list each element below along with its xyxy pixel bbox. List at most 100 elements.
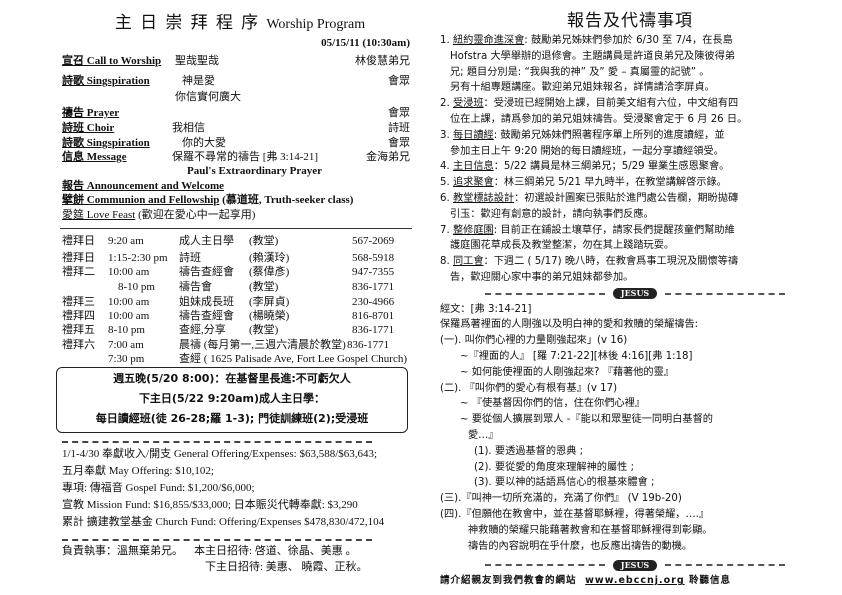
sermon-line: 神救贖的榮耀只能藉著教會和在基督耶穌裡得到彰顯。 bbox=[468, 524, 713, 536]
schedule-phone: 567-2069 bbox=[352, 235, 395, 247]
worship-program-title: 主 日 崇 拜 程 序 Worship Program bbox=[60, 8, 420, 33]
program-item: 保羅不尋常的禱告 [弗 3:14-21] bbox=[172, 151, 319, 163]
schedule-event: 查經,分享 bbox=[179, 324, 226, 336]
sermon-line: ~『裡面的人』 [羅 7:21-22][林後 4:16][弗 1:18] bbox=[460, 350, 693, 362]
schedule-contact: (李屏貞) bbox=[249, 296, 290, 308]
program-item: 我相信 bbox=[172, 122, 205, 134]
sermon-line: ~ 要從個人擴展到眾人 -『能以和眾聖徒一同明白基督的 bbox=[460, 414, 713, 426]
item-text: ：5/22 講員是林三綱弟兄；5/29 畢業生感恩聚會。 bbox=[493, 161, 730, 173]
divider bbox=[60, 228, 412, 229]
item-number: 8. bbox=[440, 256, 453, 268]
item-number: 7. bbox=[440, 224, 453, 236]
program-item: 聖哉聖哉 bbox=[175, 55, 219, 67]
item-text: 護庭園花草成長及教堂整潔，勿在其上踐踏玩耍。 bbox=[450, 240, 675, 252]
item-heading: 教堂標誌設計 bbox=[452, 192, 515, 204]
sermon-line: ~ 『使基督因你們的信，住在你們心裡』 bbox=[460, 398, 645, 410]
program-row: 報告 Announcement and Welcome bbox=[62, 179, 410, 194]
announcement-item: 6. 教堂標誌設計：初選設計圖案已張貼於進門處公告欄，期盼拋磚引玉：歡迎有創意的… bbox=[440, 191, 830, 223]
website-promo: 請介紹親友到我們教會的網站 www.ebccnj.org 聆聽信息 bbox=[440, 573, 830, 589]
box-line: 下主日(5/22 9:20am)成人主日學： bbox=[138, 392, 326, 405]
love-feast-note: (歡迎在愛心中一起享用) bbox=[138, 209, 256, 221]
schedule-time: 10:00 am bbox=[108, 296, 150, 308]
program-row: 愛筵 Love Feast (歡迎在愛心中一起享用) bbox=[62, 208, 410, 223]
sermon-line: ~ 如何能使裡面的人剛強起來? 『藉著他的靈』 bbox=[460, 366, 674, 378]
schedule-contact: (教堂) bbox=[249, 324, 279, 336]
program-leader: 會眾 bbox=[388, 137, 410, 149]
schedule-contact: (教堂) bbox=[249, 235, 279, 247]
schedule-event: 晨禱 (每月第一,三週六清晨於教堂) bbox=[179, 339, 346, 351]
schedule-time: 9:20 am bbox=[108, 235, 144, 247]
sermon-line: 保羅爲著裡面的人剛強以及明白神的愛和救贖的榮耀禱告: bbox=[440, 319, 699, 331]
item-text: ：受浸班已經開始上課，目前美文組有六位，中文組有四 bbox=[483, 98, 739, 110]
program-row: 詩班 Choir 我相信 詩班 bbox=[62, 121, 410, 136]
schedule-event: 查經 ( 1625 Palisade Ave, Fort Lee Gospel … bbox=[179, 353, 408, 365]
schedule-event: 禱告查經會 bbox=[179, 266, 234, 278]
upcoming-events-box: 週五晚(5/20 8:00)：在基督里長進:不可虧欠人 下主日(5/22 9:2… bbox=[56, 367, 408, 433]
item-heading: 同工會 bbox=[452, 256, 484, 268]
sermon-line: (2). 要從愛的角度來理解神的屬性 ; bbox=[474, 461, 635, 473]
schedule-day: 禮拜五 bbox=[62, 324, 95, 336]
duty-info: 負責執事：溫無棄弟兄。 本主日招待: 啓道、徐晶、美惠 。 bbox=[62, 543, 357, 559]
title-english: Worship Program bbox=[266, 17, 366, 32]
schedule-phone: 230-4966 bbox=[352, 296, 395, 308]
message-title-english: Paul's Extraordinary Prayer bbox=[187, 165, 323, 177]
schedule-time: 8-10 pm bbox=[118, 281, 155, 293]
program-label: 信息 Message bbox=[62, 151, 127, 163]
program-leader: 詩班 bbox=[388, 122, 410, 134]
schedule-phone: 816-8701 bbox=[352, 310, 395, 322]
love-feast-label: 愛筵 Love Feast bbox=[62, 209, 136, 221]
title-chinese: 主 日 崇 拜 程 序 bbox=[114, 13, 261, 32]
communion-label: 擘餅 Communion and Fellowship bbox=[62, 194, 220, 206]
item-heading: 追求聚會 bbox=[452, 177, 494, 189]
item-text: ：下週二 ( 5/17) 晚八時，在教會爲事工現況及關懷等禱 bbox=[483, 256, 739, 268]
schedule-day: 禮拜日 bbox=[62, 252, 95, 264]
announcement-item: 7. 整修庭園: 目前正在鋪設土壤草仔，請家長們提醒孩童們幫助維護庭園花草成長及… bbox=[440, 223, 830, 255]
item-number: 5. bbox=[440, 177, 453, 189]
promo-text: 聆聽信息 bbox=[688, 575, 731, 587]
deacon-on-duty: 負責執事：溫無棄弟兄。 bbox=[62, 545, 183, 557]
item-number: 1. bbox=[440, 35, 453, 46]
program-leader: 會眾 bbox=[388, 75, 410, 87]
program-label: 詩班 Choir bbox=[62, 122, 115, 134]
announcement-item: 2. 受浸班：受浸班已經開始上課，目前美文組有六位，中文組有四位在上課，請爲參加… bbox=[440, 96, 830, 128]
announcements-title: 報告及代禱事項 bbox=[567, 11, 693, 30]
website-link[interactable]: www.ebccnj.org bbox=[585, 575, 685, 587]
schedule-phone: 836-1771 bbox=[347, 339, 390, 351]
program-leader: 會眾 bbox=[388, 107, 410, 119]
box-line: 週五晚(5/20 8:00)：在基督里長進:不可虧欠人 bbox=[113, 372, 351, 385]
program-leader: 林俊慧弟兄 bbox=[355, 55, 410, 67]
item-text: : 目前正在鋪設土壤草仔，請家長們提醒孩童們幫助維 bbox=[493, 224, 735, 236]
item-heading: 整修庭園 bbox=[452, 224, 494, 236]
item-text: 兄; 題目分別是: “我與我的神” 及” 愛 – 真屬靈的記號” 。 bbox=[450, 66, 710, 78]
schedule-event: 姐妹成長班 bbox=[179, 296, 234, 308]
announcement-item: 5. 追求聚會：林三綱弟兄 5/21 早九時半，在教堂講解啓示錄。 bbox=[440, 175, 830, 191]
item-text: 參加主日上午 9:20 開始的每日讀經班，一起分享讀經領受。 bbox=[450, 145, 724, 157]
schedule-day: 禮拜四 bbox=[62, 310, 95, 322]
schedule-time: 10:00 am bbox=[108, 310, 150, 322]
item-text: : 鼓勵弟兄姊妹們參加於 6/30 至 7/4，在長島 bbox=[524, 35, 733, 46]
announcement-item: 4. 主日信息：5/22 講員是林三綱弟兄；5/29 畢業生感恩聚會。 bbox=[440, 159, 830, 175]
program-item: 神是愛 bbox=[182, 75, 215, 87]
schedule-time: 8-10 pm bbox=[108, 324, 145, 336]
sermon-line: (三).『叫神一切所充滿的，充滿了你們』 (V 19b-20) bbox=[440, 493, 682, 505]
schedule-time: 1:15-2:30 pm bbox=[108, 252, 168, 264]
item-text: 告，歡迎關心家中事的弟兄姐妹都參加。 bbox=[450, 271, 634, 283]
schedule-phone: 568-5918 bbox=[352, 252, 395, 264]
program-item: 你的大愛 bbox=[182, 137, 226, 149]
schedule-event: 詩班 bbox=[179, 252, 201, 264]
item-number: 6. bbox=[440, 192, 453, 204]
item-heading: 受浸班 bbox=[452, 98, 484, 110]
ushers-this-week: 本主日招待: 啓道、徐晶、美惠 。 bbox=[194, 545, 357, 557]
jesus-fish-icon: JESUS bbox=[612, 559, 658, 571]
program-row: Paul's Extraordinary Prayer bbox=[62, 164, 410, 179]
announcement-item: 3. 每日讀經: 鼓勵弟兄姊妹們照著程序單上所列的進度讀經，並參加主日上午 9:… bbox=[440, 128, 830, 160]
